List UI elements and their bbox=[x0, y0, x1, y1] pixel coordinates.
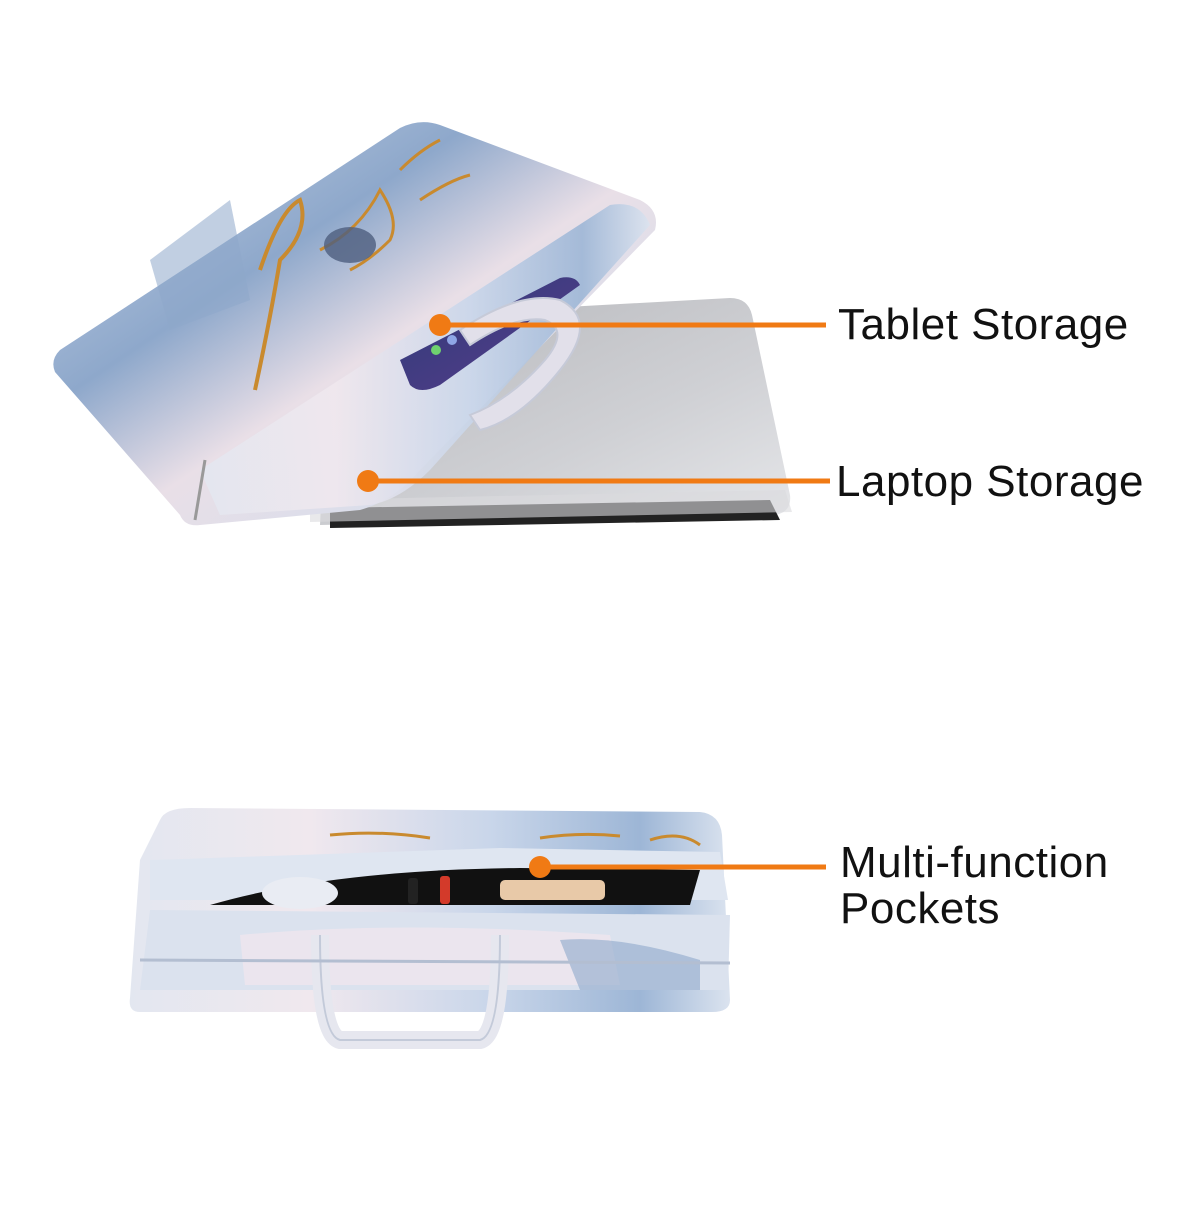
label-laptop-storage: Laptop Storage bbox=[836, 457, 1144, 506]
callout-tablet-storage bbox=[429, 314, 826, 336]
label-line-1: Multi-function bbox=[840, 838, 1109, 887]
callout-dot-icon bbox=[429, 314, 451, 336]
callout-laptop-storage bbox=[357, 470, 830, 492]
label-line-2: Pockets bbox=[840, 884, 1001, 933]
callout-dot-icon bbox=[529, 856, 551, 878]
laptop-bag-front bbox=[129, 808, 731, 1049]
callout-multi-function-pockets bbox=[529, 856, 826, 878]
callout-dot-icon bbox=[357, 470, 379, 492]
laptop-bag-top bbox=[53, 122, 657, 526]
label-tablet-storage: Tablet Storage bbox=[838, 300, 1129, 349]
label-multi-function-pockets: Multi-function Pockets bbox=[840, 840, 1109, 932]
